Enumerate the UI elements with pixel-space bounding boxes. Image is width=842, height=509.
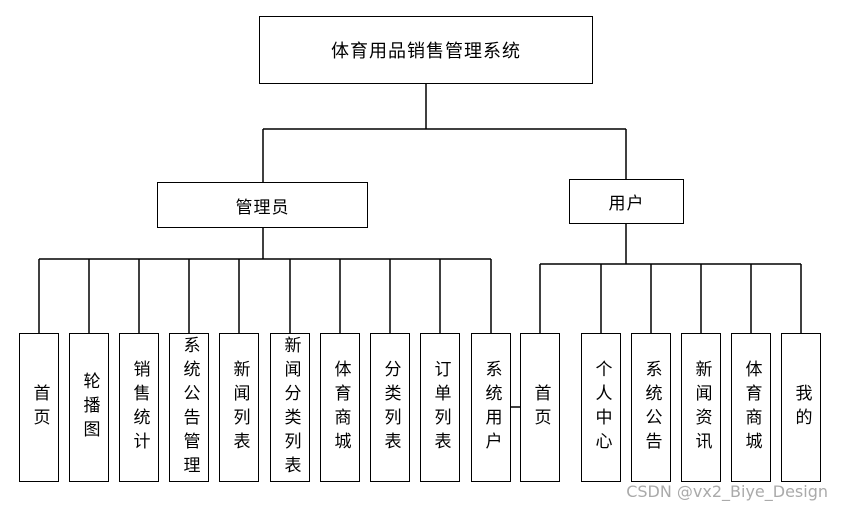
leaf-label: 体育商城 — [330, 359, 351, 456]
user-leaf-announcements: 系统公告 — [631, 333, 671, 482]
user-leaf-news: 新闻资讯 — [681, 333, 721, 482]
leaf-label: 系统用户 — [481, 359, 502, 456]
leaf-label: 首页 — [29, 383, 50, 432]
root-node-label: 体育用品销售管理系统 — [331, 41, 521, 62]
admin-leaf-news-list: 新闻列表 — [219, 333, 259, 482]
admin-leaf-carousel: 轮播图 — [69, 333, 109, 482]
leaf-label: 首页 — [530, 383, 551, 432]
watermark: CSDN @vx2_Biye_Design — [626, 482, 828, 501]
user-leaf-mine: 我的 — [781, 333, 821, 482]
user-leaf-sports-mall: 体育商城 — [731, 333, 771, 482]
leaf-label: 体育商城 — [741, 359, 762, 456]
admin-leaf-news-category-list: 新闻分类列表 — [270, 333, 310, 482]
user-leaf-personal-center: 个人中心 — [581, 333, 621, 482]
leaf-label: 系统公告 — [641, 359, 662, 456]
admin-leaf-system-users: 系统用户 — [471, 333, 511, 482]
leaf-label: 新闻资讯 — [691, 359, 712, 456]
leaf-label: 我的 — [791, 383, 812, 432]
leaf-label: 新闻列表 — [229, 359, 250, 456]
leaf-label: 订单列表 — [430, 359, 451, 456]
leaf-label: 分类列表 — [380, 359, 401, 456]
leaf-label: 个人中心 — [591, 359, 612, 456]
admin-leaf-announcement-mgmt: 系统公告管理 — [169, 333, 209, 482]
root-node: 体育用品销售管理系统 — [259, 16, 593, 84]
admin-leaf-sports-mall: 体育商城 — [320, 333, 360, 482]
admin-node-label: 管理员 — [235, 197, 290, 218]
admin-leaf-category-list: 分类列表 — [370, 333, 410, 482]
user-node: 用户 — [569, 179, 684, 224]
admin-leaf-sales-stats: 销售统计 — [119, 333, 159, 482]
leaf-label: 销售统计 — [129, 359, 150, 456]
admin-leaf-order-list: 订单列表 — [420, 333, 460, 482]
admin-node: 管理员 — [157, 182, 368, 228]
user-node-label: 用户 — [608, 194, 645, 214]
leaf-label: 轮播图 — [79, 371, 100, 444]
leaf-label: 新闻分类列表 — [280, 335, 301, 480]
user-leaf-home: 首页 — [520, 333, 560, 482]
admin-leaf-home: 首页 — [19, 333, 59, 482]
leaf-label: 系统公告管理 — [179, 335, 200, 480]
